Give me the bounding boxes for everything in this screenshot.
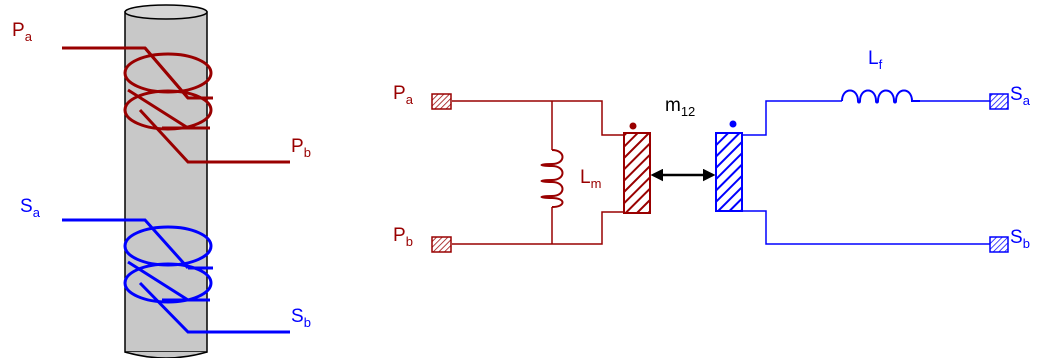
label-pa-left: Pa — [12, 20, 33, 44]
label-pa-right: Pa — [393, 83, 414, 107]
label-pb-right: Pb — [393, 225, 413, 249]
primary-polarity-dot — [629, 122, 637, 130]
terminal-sb — [989, 236, 1009, 253]
secondary-winding — [62, 218, 290, 334]
magnetizing-inductor — [540, 149, 564, 208]
secondary-polarity-dot — [729, 120, 737, 128]
label-pb-left: Pb — [291, 136, 311, 160]
terminal-pa — [431, 93, 452, 110]
label-sb-left: Sb — [291, 306, 311, 330]
primary-circuit — [452, 100, 624, 245]
terminal-pb — [431, 236, 452, 253]
secondary-winding-block — [715, 132, 743, 212]
terminal-sa — [989, 93, 1009, 110]
label-lf: Lf — [868, 48, 883, 72]
label-m12: m12 — [665, 95, 695, 119]
primary-winding-block — [623, 132, 651, 214]
secondary-circuit — [742, 100, 990, 245]
left-core-figure: Pa Pb Sa Sb — [12, 4, 311, 358]
label-sb-right: Sb — [1010, 227, 1030, 251]
label-lm: Lm — [580, 167, 601, 191]
label-sa-left: Sa — [20, 196, 41, 220]
filter-inductor — [841, 89, 920, 104]
label-sa-right: Sa — [1010, 84, 1031, 108]
primary-winding — [62, 46, 290, 164]
equivalent-circuit: Pa Pb Sa Sb Lm m12 Lf — [393, 48, 1031, 253]
